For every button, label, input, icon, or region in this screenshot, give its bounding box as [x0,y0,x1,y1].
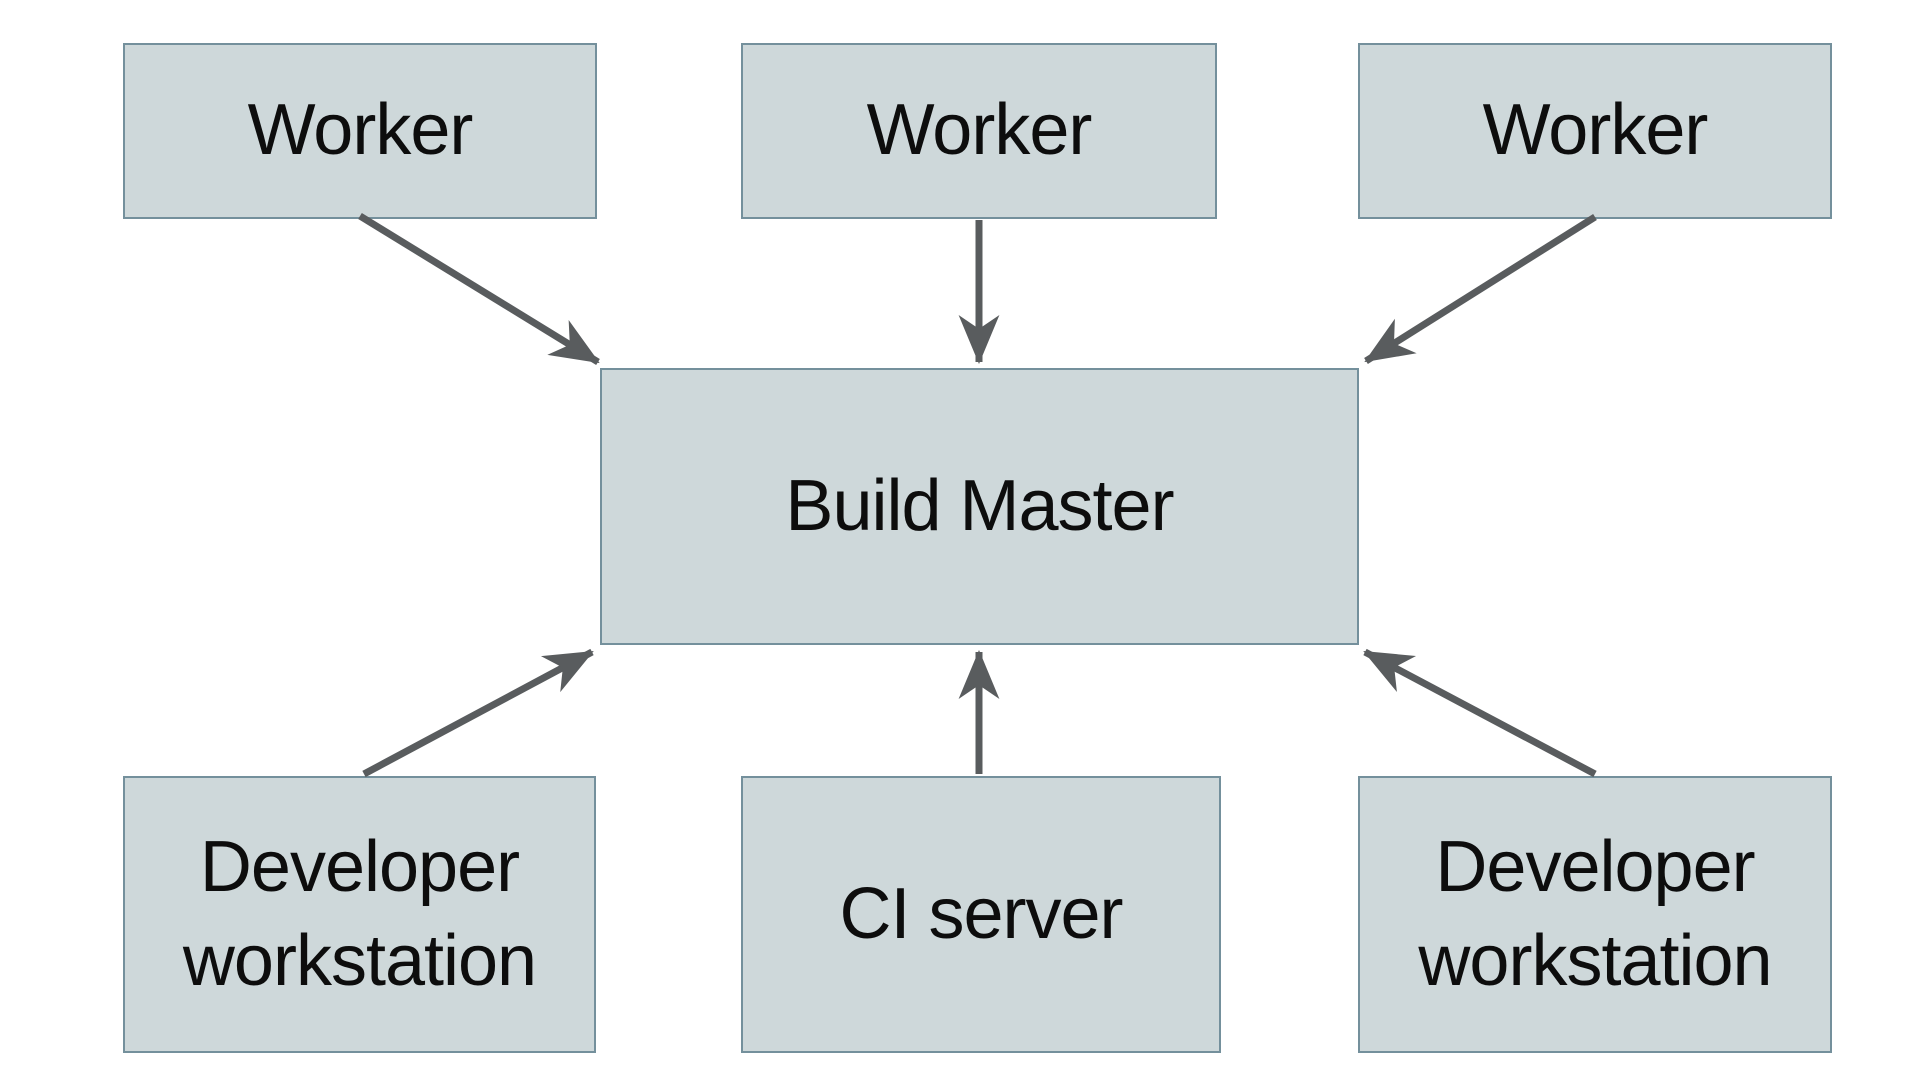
node-developer-workstation-1-label: Developer workstation [182,826,537,1001]
arrow-worker-1-to-build-master [358,213,600,365]
node-ci-server: CI server [741,776,1221,1053]
node-worker-3: Worker [1358,43,1832,219]
node-worker-1: Worker [123,43,597,219]
node-ci-server-label: CI server [839,873,1123,954]
node-worker-3-label: Worker [1482,90,1709,171]
arrow-dev-workstation-2-to-build-master [1363,648,1597,778]
node-developer-workstation-2: Developer workstation [1358,776,1832,1053]
node-worker-2-label: Worker [866,90,1093,171]
node-developer-workstation-1: Developer workstation [123,776,596,1053]
node-worker-1-label: Worker [247,90,474,171]
node-developer-workstation-2-label: Developer workstation [1418,826,1772,1001]
arrow-dev-workstation-1-to-build-master [362,648,594,778]
node-build-master: Build Master [600,368,1359,645]
node-build-master-label: Build Master [785,465,1174,546]
node-worker-2: Worker [741,43,1217,219]
arrow-worker-3-to-build-master [1364,214,1597,364]
